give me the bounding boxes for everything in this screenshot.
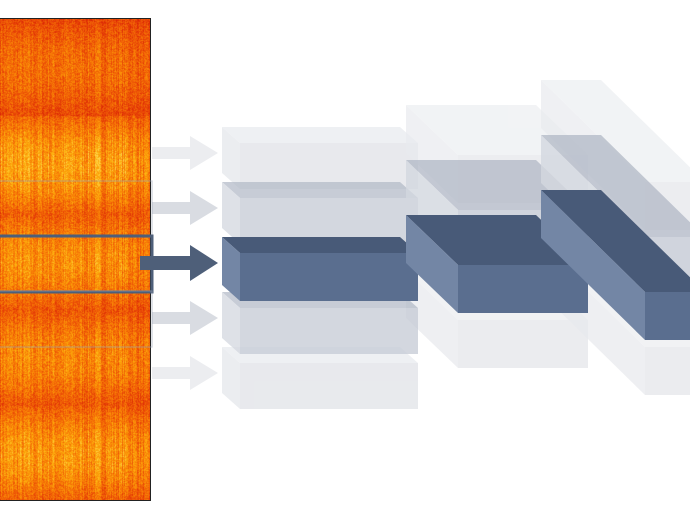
- spectrogram-image: [0, 18, 151, 501]
- stage1-block-band-2-front-face: [240, 198, 418, 244]
- stage3-block-2-top-face: [541, 190, 690, 292]
- stage1-block-band-4-front-face: [240, 308, 418, 354]
- stage1-block-band-3-front-face: [240, 253, 418, 301]
- stage1-block-band-3-side-face: [222, 237, 240, 301]
- stage3-block-ghost-top-top-face: [541, 80, 690, 182]
- stage1-block-band-2-side-face: [222, 182, 240, 244]
- stage3-block-2: [541, 190, 690, 340]
- arrow-band-2: [152, 191, 218, 225]
- spectrogram-canvas: [0, 19, 150, 500]
- stage3-block-3-front-face: [645, 347, 690, 395]
- stage1-block-band-4-side-face: [222, 292, 240, 354]
- stage3-block-2-side-face: [541, 190, 645, 340]
- band-frame-2: [0, 180, 153, 238]
- arrow-band-5: [152, 356, 218, 390]
- stage1-block-band-2-top-face: [222, 182, 418, 198]
- band-frames: [0, 180, 154, 348]
- stage1-block-band-5: [222, 347, 418, 409]
- arrow-band-4: [152, 301, 218, 335]
- stage1-block-band-5-front-face: [240, 363, 418, 409]
- stage1-block-band-4: [222, 292, 418, 354]
- stage2-block-3-side-face: [406, 270, 458, 368]
- stage3-block-2-front-face: [645, 292, 690, 340]
- stage1-block-band-1-side-face: [222, 127, 240, 189]
- stage1-block-band-1: [222, 127, 418, 189]
- stage1-block-band-3-top-face: [222, 237, 418, 253]
- stage2-block-3-front-face: [458, 320, 588, 368]
- stage1-block-band-5-side-face: [222, 347, 240, 409]
- arrow-band-1: [152, 136, 218, 170]
- band-arrows: [140, 136, 218, 390]
- stage2-block-2-front-face: [458, 265, 588, 313]
- stage3-block-1-top-face: [541, 135, 690, 237]
- stage1-block-band-1-top-face: [222, 127, 418, 143]
- active-layers: [222, 190, 690, 340]
- arrow-band-3: [140, 245, 218, 281]
- band-frame-3: [0, 234, 154, 294]
- stage2-block-2-side-face: [406, 215, 458, 313]
- stage1-block-band-3: [222, 237, 418, 301]
- stage1-block-band-2: [222, 182, 418, 244]
- stage1-block-band-1-front-face: [240, 143, 418, 189]
- band-frame-4: [0, 290, 153, 348]
